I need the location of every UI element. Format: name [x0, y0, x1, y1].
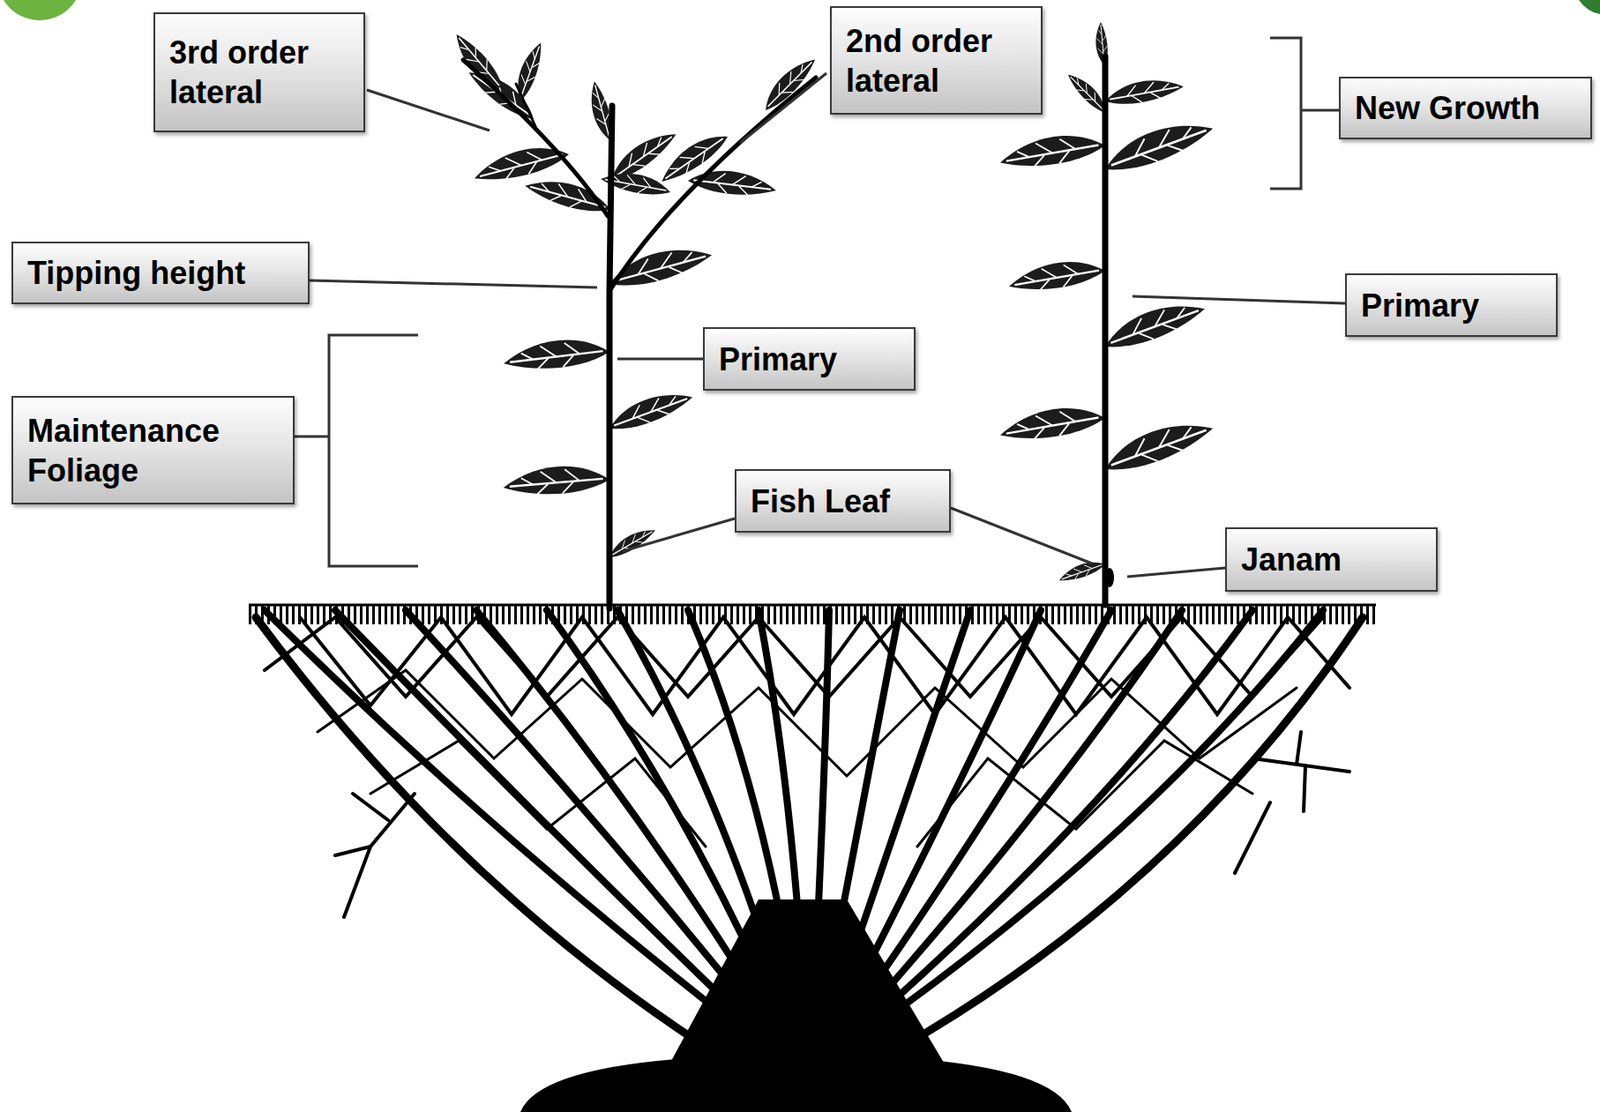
- leader-lines: [294, 37, 1346, 577]
- label-box: Primary: [1345, 273, 1558, 337]
- label-box: New Growth: [1338, 76, 1593, 140]
- stems: [463, 56, 1106, 609]
- part-label: Maintenance Foliage: [27, 411, 279, 491]
- part-label: Tipping height: [27, 253, 294, 293]
- label-box: 2nd order lateral: [829, 6, 1043, 115]
- ground: [248, 605, 1376, 625]
- label-box: 3rd order lateral: [153, 12, 366, 133]
- logo: [0, 0, 83, 21]
- label-box: Maintenance Foliage: [11, 396, 295, 505]
- root-mass: [520, 1036, 1072, 1112]
- label-box: Primary: [702, 327, 916, 391]
- label-box: Janam: [1225, 527, 1438, 592]
- part-label: Primary: [1360, 285, 1542, 326]
- part-label: New Growth: [1354, 88, 1577, 128]
- part-label: Janam: [1241, 539, 1422, 580]
- logo: [1578, 0, 1600, 15]
- part-label: 2nd order lateral: [845, 21, 1027, 101]
- label-box: Fish Leaf: [734, 469, 951, 533]
- label-box: Tipping height: [11, 241, 310, 305]
- part-label: 3rd order lateral: [169, 32, 350, 113]
- part-label: Fish Leaf: [750, 481, 935, 522]
- part-label: Primary: [718, 339, 900, 380]
